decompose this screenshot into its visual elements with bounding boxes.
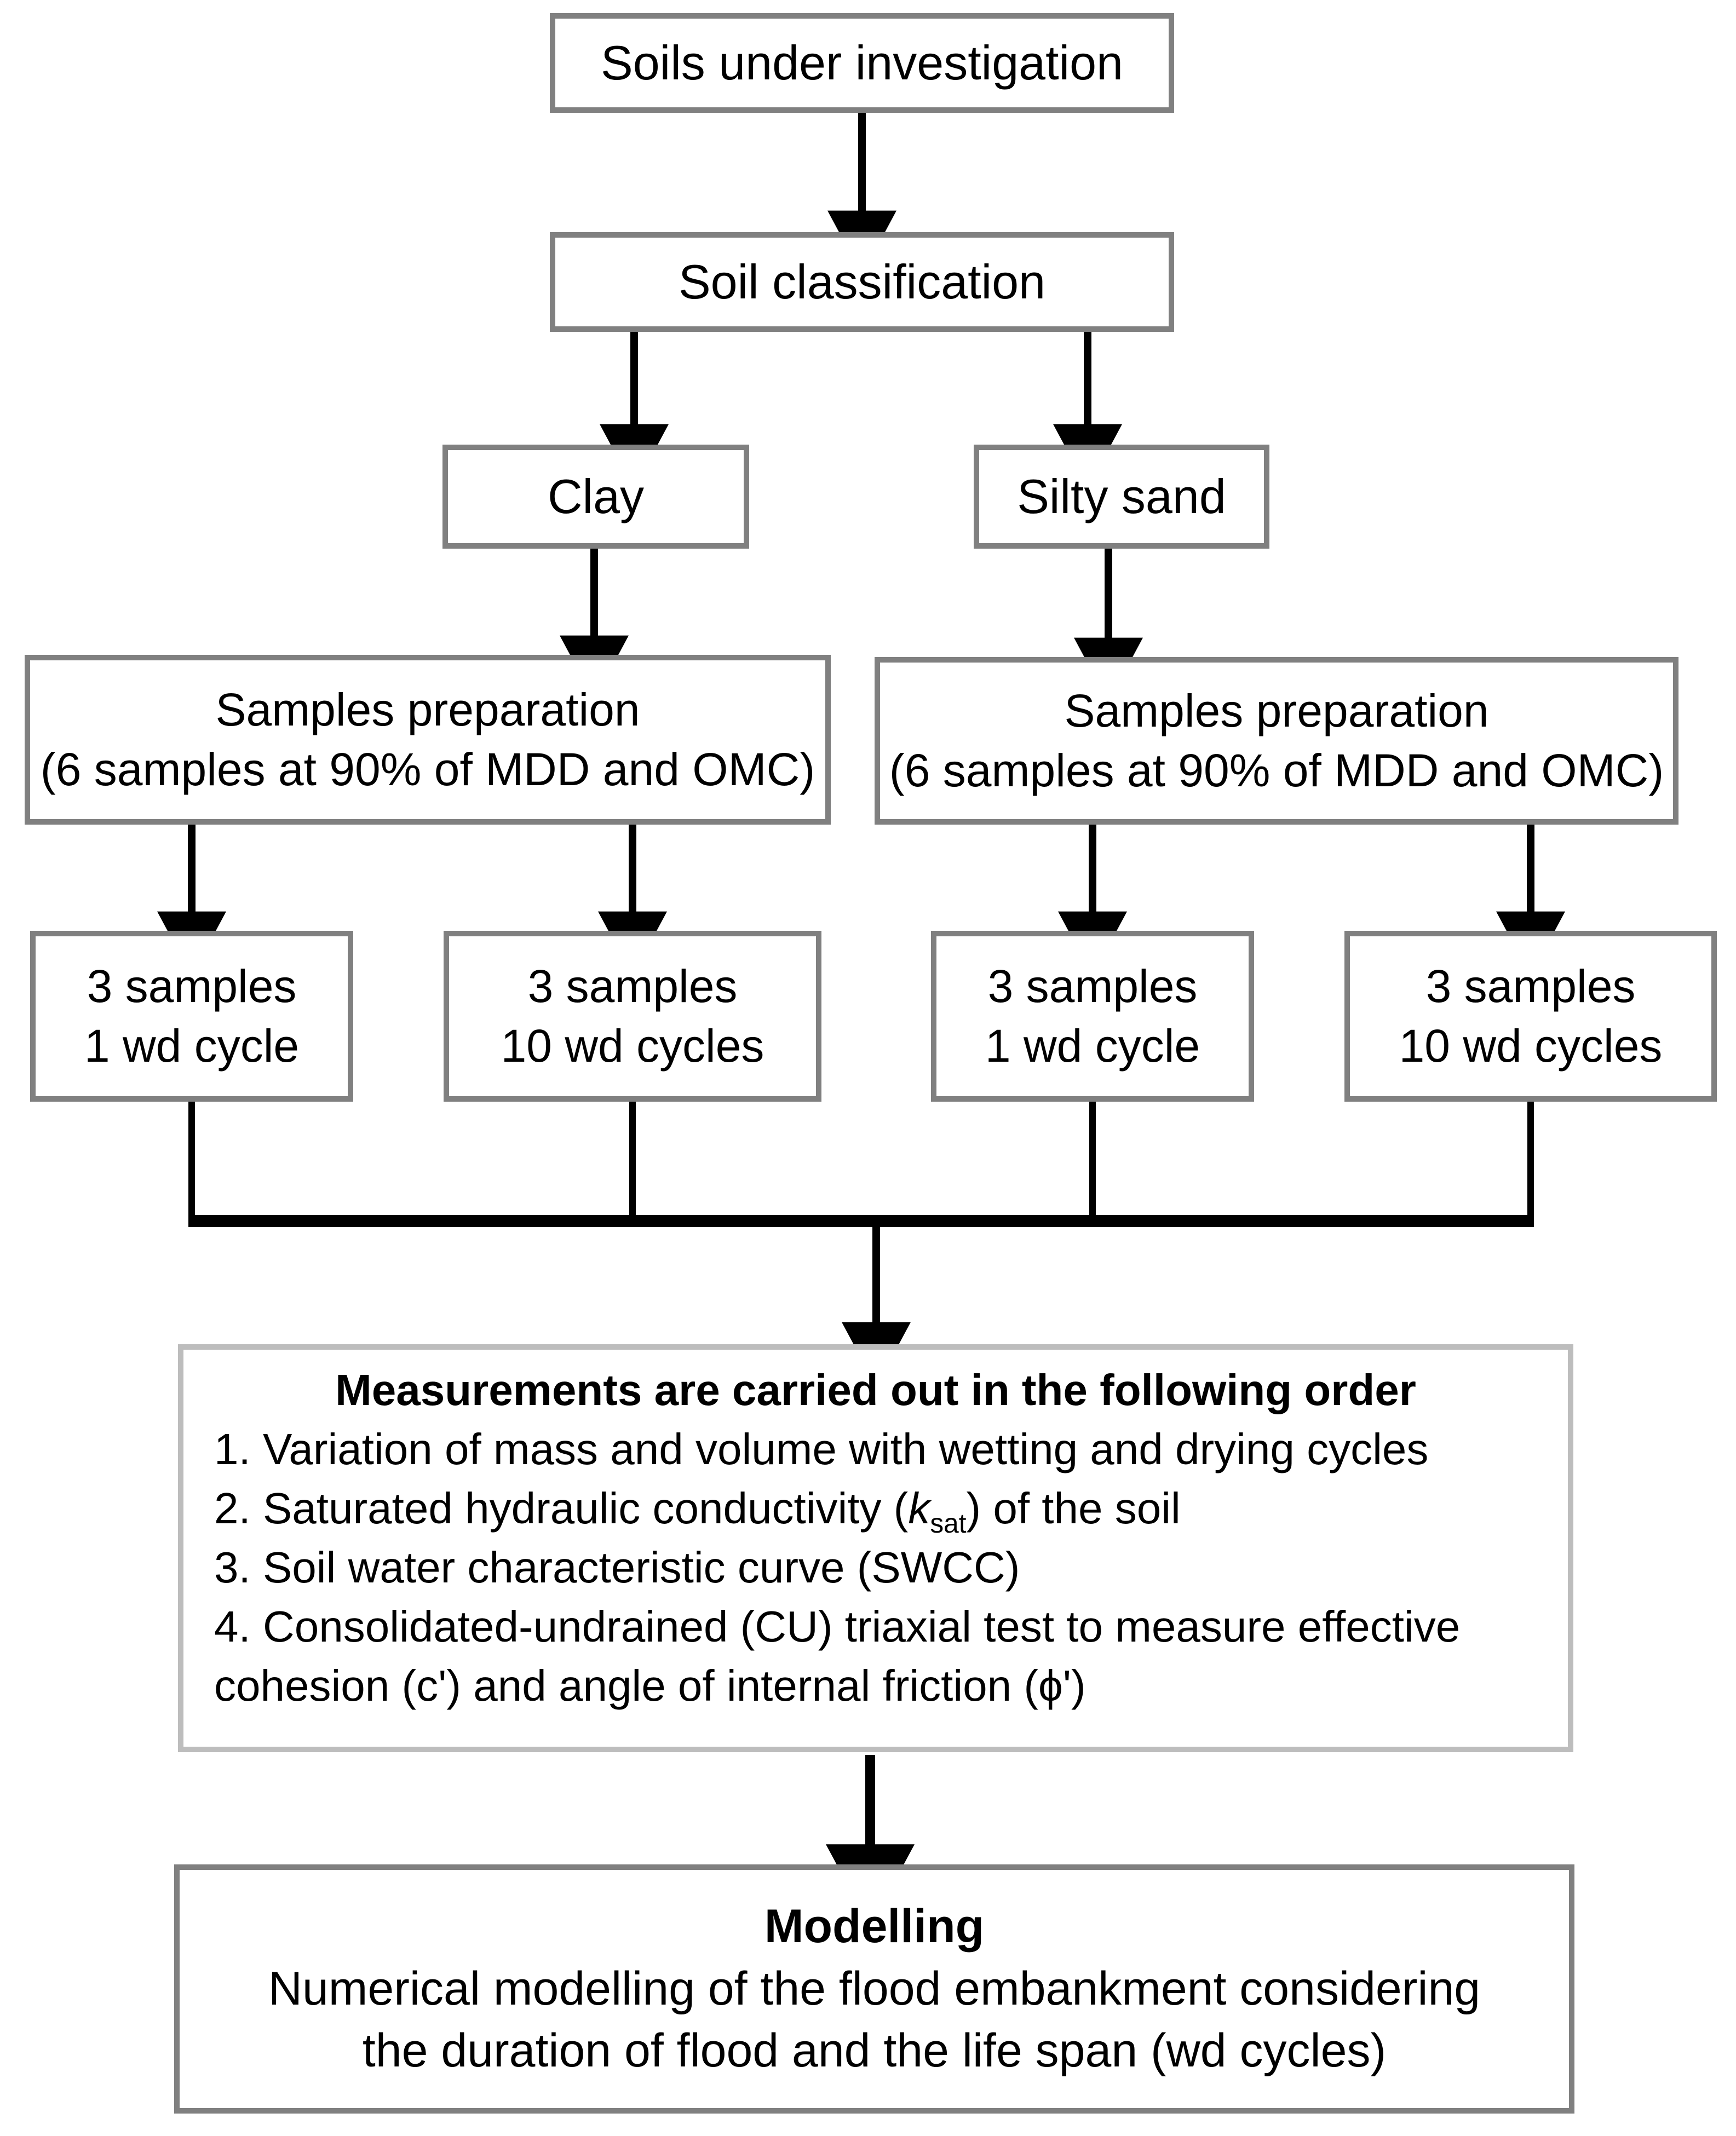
node-clay[interactable]: Clay xyxy=(442,445,749,549)
sample-silt-10-line-1: 3 samples xyxy=(1425,960,1636,1012)
node-silty-sand[interactable]: Silty sand xyxy=(974,445,1269,549)
sample-silt-1-line-2: 1 wd cycle xyxy=(985,1020,1200,1072)
measurements-item-2-suffix: ) of the soil xyxy=(966,1484,1181,1533)
measurements-item-2: 2. Saturated hydraulic conductivity (ksa… xyxy=(214,1479,1537,1538)
prep-right-line-1: Samples preparation xyxy=(1064,684,1489,736)
node-samples-clay-1-cycle[interactable]: 3 samples 1 wd cycle xyxy=(30,931,353,1102)
sample-clay-10-line-1: 3 samples xyxy=(527,960,738,1012)
modelling-line-2: the duration of flood and the life span … xyxy=(362,2024,1387,2077)
modelling-line-1: Numerical modelling of the flood embankm… xyxy=(268,1962,1481,2015)
sample-silt-1-line-1: 3 samples xyxy=(987,960,1198,1012)
measurements-item-4: 4. Consolidated-undrained (CU) triaxial … xyxy=(214,1602,1461,1710)
prep-left-line-1: Samples preparation xyxy=(215,683,640,735)
node-modelling[interactable]: Modelling Numerical modelling of the flo… xyxy=(174,1864,1574,2114)
node-soils-under-investigation[interactable]: Soils under investigation xyxy=(550,13,1174,113)
sample-clay-1-line-2: 1 wd cycle xyxy=(84,1020,300,1072)
sample-clay-1-line-1: 3 samples xyxy=(87,960,297,1012)
prep-right-line-2: (6 samples at 90% of MDD and OMC) xyxy=(889,745,1664,796)
node-classification-label: Soil classification xyxy=(678,254,1046,309)
node-samples-silty-sand-10-cycles[interactable]: 3 samples 10 wd cycles xyxy=(1344,931,1717,1102)
node-samples-preparation-silty-sand[interactable]: Samples preparation (6 samples at 90% of… xyxy=(875,657,1678,825)
node-soils-label: Soils under investigation xyxy=(601,35,1123,90)
node-samples-preparation-clay[interactable]: Samples preparation (6 samples at 90% of… xyxy=(25,655,831,825)
node-samples-silty-sand-1-cycle[interactable]: 3 samples 1 wd cycle xyxy=(931,931,1254,1102)
modelling-heading: Modelling xyxy=(764,1900,985,1953)
measurements-item-2-prefix: 2. Saturated hydraulic conductivity ( xyxy=(214,1484,909,1533)
node-soil-classification[interactable]: Soil classification xyxy=(550,232,1174,332)
node-clay-label: Clay xyxy=(547,469,645,523)
sample-clay-10-line-2: 10 wd cycles xyxy=(501,1020,764,1072)
measurements-title: Measurements are carried out in the foll… xyxy=(335,1366,1416,1414)
measurements-item-2-symbol: k xyxy=(908,1484,930,1533)
measurements-item-2-subscript: sat xyxy=(930,1508,967,1539)
node-silty-sand-label: Silty sand xyxy=(1017,469,1226,523)
measurements-item-1: 1. Variation of mass and volume with wet… xyxy=(214,1425,1429,1473)
node-samples-clay-10-cycles[interactable]: 3 samples 10 wd cycles xyxy=(444,931,821,1102)
prep-left-line-2: (6 samples at 90% of MDD and OMC) xyxy=(40,744,815,795)
node-measurements-order[interactable]: Measurements are carried out in the foll… xyxy=(178,1344,1573,1752)
measurements-item-3: 3. Soil water characteristic curve (SWCC… xyxy=(214,1543,1020,1592)
sample-silt-10-line-2: 10 wd cycles xyxy=(1399,1020,1663,1072)
